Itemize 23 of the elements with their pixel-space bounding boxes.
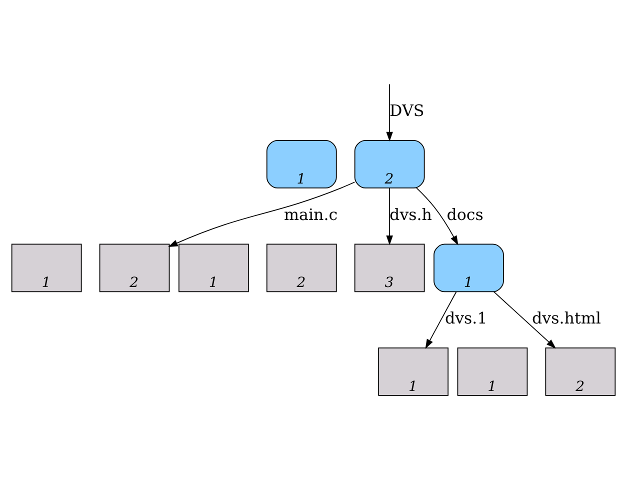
node-box: 2: [354, 140, 425, 188]
node-box: 1: [434, 243, 504, 292]
node-box: 2: [99, 243, 170, 292]
edge-label: docs: [446, 204, 484, 224]
node-box: 1: [11, 243, 82, 292]
arrow: [425, 290, 457, 348]
node-box: 1: [378, 347, 448, 396]
node-box: 1: [266, 140, 337, 188]
edge-label: dvs.1: [444, 308, 488, 328]
node-box: 2: [266, 243, 337, 292]
arrow: [493, 290, 556, 348]
node-box: 3: [354, 243, 425, 292]
edge-label: dvs.html: [532, 308, 601, 328]
arrow: [386, 187, 393, 245]
node-box: 1: [457, 347, 528, 396]
node-box: 1: [178, 243, 249, 292]
node-box: 2: [545, 347, 616, 396]
arrow: [168, 181, 356, 247]
edge-label: main.c: [284, 204, 338, 224]
arrow: [386, 83, 393, 141]
edge-label: dvs.h: [390, 204, 432, 224]
arrow: [416, 187, 458, 245]
edge-label: DVS: [390, 100, 424, 120]
